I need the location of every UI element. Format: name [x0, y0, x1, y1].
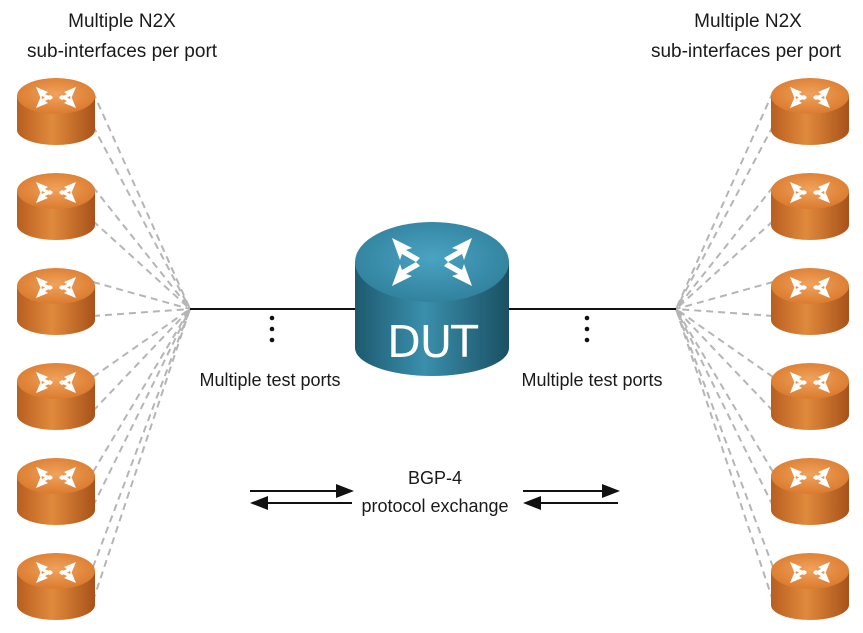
sub-interface-link	[675, 220, 774, 310]
right-router-stack	[771, 78, 849, 620]
router-arrows-icon	[790, 467, 830, 488]
sub-interface-link	[675, 91, 774, 310]
left-router-4	[17, 363, 95, 430]
left-exchange-arrows	[250, 484, 354, 510]
left-ports-ellipsis	[269, 315, 275, 343]
left-sub-interface-links	[92, 91, 191, 602]
router-arrows-icon	[36, 277, 76, 298]
right-router-6	[771, 553, 849, 620]
router-arrows-icon	[36, 562, 76, 583]
left-ports-label: Multiple test ports	[199, 370, 340, 390]
router-arrows-icon	[790, 87, 830, 108]
sub-interface-link	[92, 91, 191, 310]
sub-interface-link	[92, 308, 191, 473]
sub-interface-link	[675, 125, 774, 310]
router-arrows-icon	[36, 467, 76, 488]
sub-interface-link	[92, 308, 191, 507]
router-arrows-icon	[36, 87, 76, 108]
left-router-6	[17, 553, 95, 620]
right-router-5	[771, 458, 849, 525]
sub-interface-link	[675, 308, 774, 378]
exchange-label-line2: protocol exchange	[361, 496, 508, 516]
sub-interface-link	[675, 308, 774, 412]
sub-interface-link	[92, 308, 191, 412]
right-sub-interface-links	[675, 91, 774, 602]
right-header-line2: sub-interfaces per port	[651, 41, 842, 62]
right-router-4	[771, 363, 849, 430]
router-arrows-icon	[36, 182, 76, 203]
left-router-2	[17, 173, 95, 240]
left-header-line1: Multiple N2X	[68, 11, 176, 32]
sub-interface-link	[92, 308, 191, 317]
sub-interface-link	[675, 281, 774, 310]
right-router-3	[771, 268, 849, 335]
dut-label: DUT	[387, 317, 478, 368]
sub-interface-link	[675, 186, 774, 310]
sub-interface-link	[675, 308, 774, 317]
left-router-stack	[17, 78, 95, 620]
right-header-line1: Multiple N2X	[694, 11, 802, 32]
sub-interface-link	[92, 186, 191, 310]
left-header-line2: sub-interfaces per port	[27, 41, 218, 62]
sub-interface-link	[675, 308, 774, 473]
sub-interface-link	[92, 220, 191, 310]
sub-interface-link	[92, 308, 191, 568]
router-arrows-icon	[790, 277, 830, 298]
router-arrows-icon	[790, 182, 830, 203]
sub-interface-link	[675, 308, 774, 602]
sub-interface-link	[92, 308, 191, 602]
dut-router-icon: DUT	[355, 222, 509, 376]
right-ports-label: Multiple test ports	[521, 370, 662, 390]
sub-interface-link	[92, 308, 191, 378]
right-ports-ellipsis	[584, 315, 590, 343]
sub-interface-link	[92, 125, 191, 310]
exchange-label-line1: BGP-4	[408, 468, 462, 488]
sub-interface-link	[675, 308, 774, 507]
router-arrows-icon	[790, 372, 830, 393]
right-router-1	[771, 78, 849, 145]
sub-interface-link	[92, 281, 191, 310]
left-router-5	[17, 458, 95, 525]
router-arrows-icon	[790, 562, 830, 583]
right-router-2	[771, 173, 849, 240]
left-router-3	[17, 268, 95, 335]
left-router-1	[17, 78, 95, 145]
router-arrows-icon	[36, 372, 76, 393]
sub-interface-link	[675, 308, 774, 568]
right-exchange-arrows	[523, 484, 620, 510]
